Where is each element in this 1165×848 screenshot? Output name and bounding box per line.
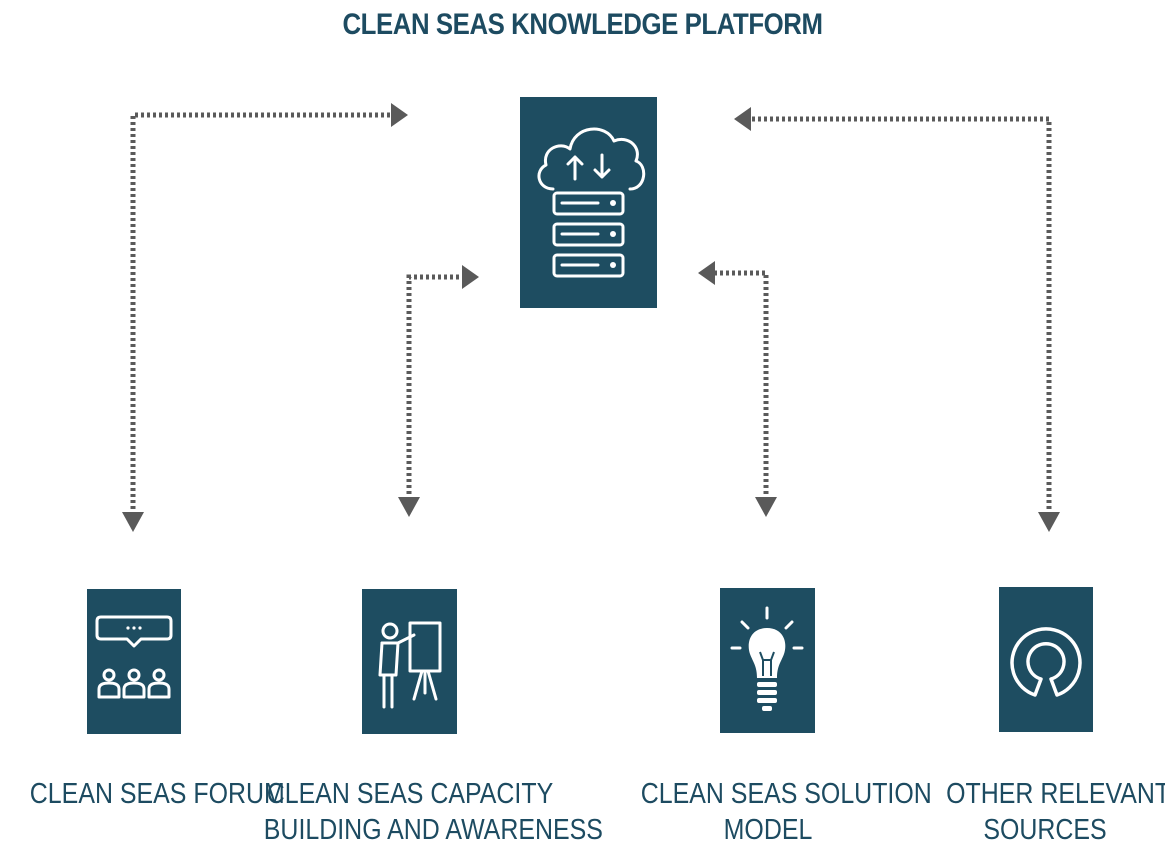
capacity-tile (362, 589, 457, 734)
forum-tile (87, 589, 181, 734)
connector-other (750, 116, 1052, 515)
forum-label: CLEAN SEAS FORUM (29, 776, 285, 812)
connector-capacity (406, 274, 465, 500)
capacity-label: CLEAN SEAS CAPACITY BUILDING AND AWARENE… (263, 776, 603, 848)
other-sources-tile (999, 587, 1093, 732)
arrow-head (122, 512, 144, 532)
solution-label: CLEAN SEAS SOLUTION MODEL (640, 776, 932, 848)
connector-forum (130, 112, 395, 515)
page-title: CLEAN SEAS KNOWLEDGE PLATFORM (342, 8, 823, 41)
other-sources-label-line1: OTHER RELEVANT (946, 778, 1165, 810)
arrow-head (1038, 512, 1060, 532)
arrow-head (734, 107, 751, 131)
forum-people-icon (95, 615, 173, 699)
arrow-head (755, 497, 777, 517)
cloud-server-icon (537, 127, 646, 278)
solution-tile (720, 588, 815, 733)
lightbulb-icon (730, 606, 804, 711)
arrow-head (398, 497, 420, 517)
arrow-head (462, 265, 479, 289)
solution-label-line1: CLEAN SEAS SOLUTION (640, 778, 932, 810)
presentation-icon (378, 621, 442, 709)
open-source-icon (1010, 627, 1082, 697)
capacity-label-line1: CLEAN SEAS CAPACITY (266, 778, 554, 810)
connector-solution (712, 270, 769, 500)
solution-label-line2: MODEL (723, 814, 813, 846)
knowledge-platform-tile (520, 97, 657, 308)
capacity-label-line2: BUILDING AND AWARENESS (263, 814, 603, 846)
forum-label-line1: CLEAN SEAS FORUM (29, 778, 285, 810)
arrow-head (391, 103, 408, 127)
other-sources-label: OTHER RELEVANT SOURCES (946, 776, 1165, 848)
arrow-head (698, 261, 715, 285)
other-sources-label-line2: SOURCES (983, 814, 1107, 846)
